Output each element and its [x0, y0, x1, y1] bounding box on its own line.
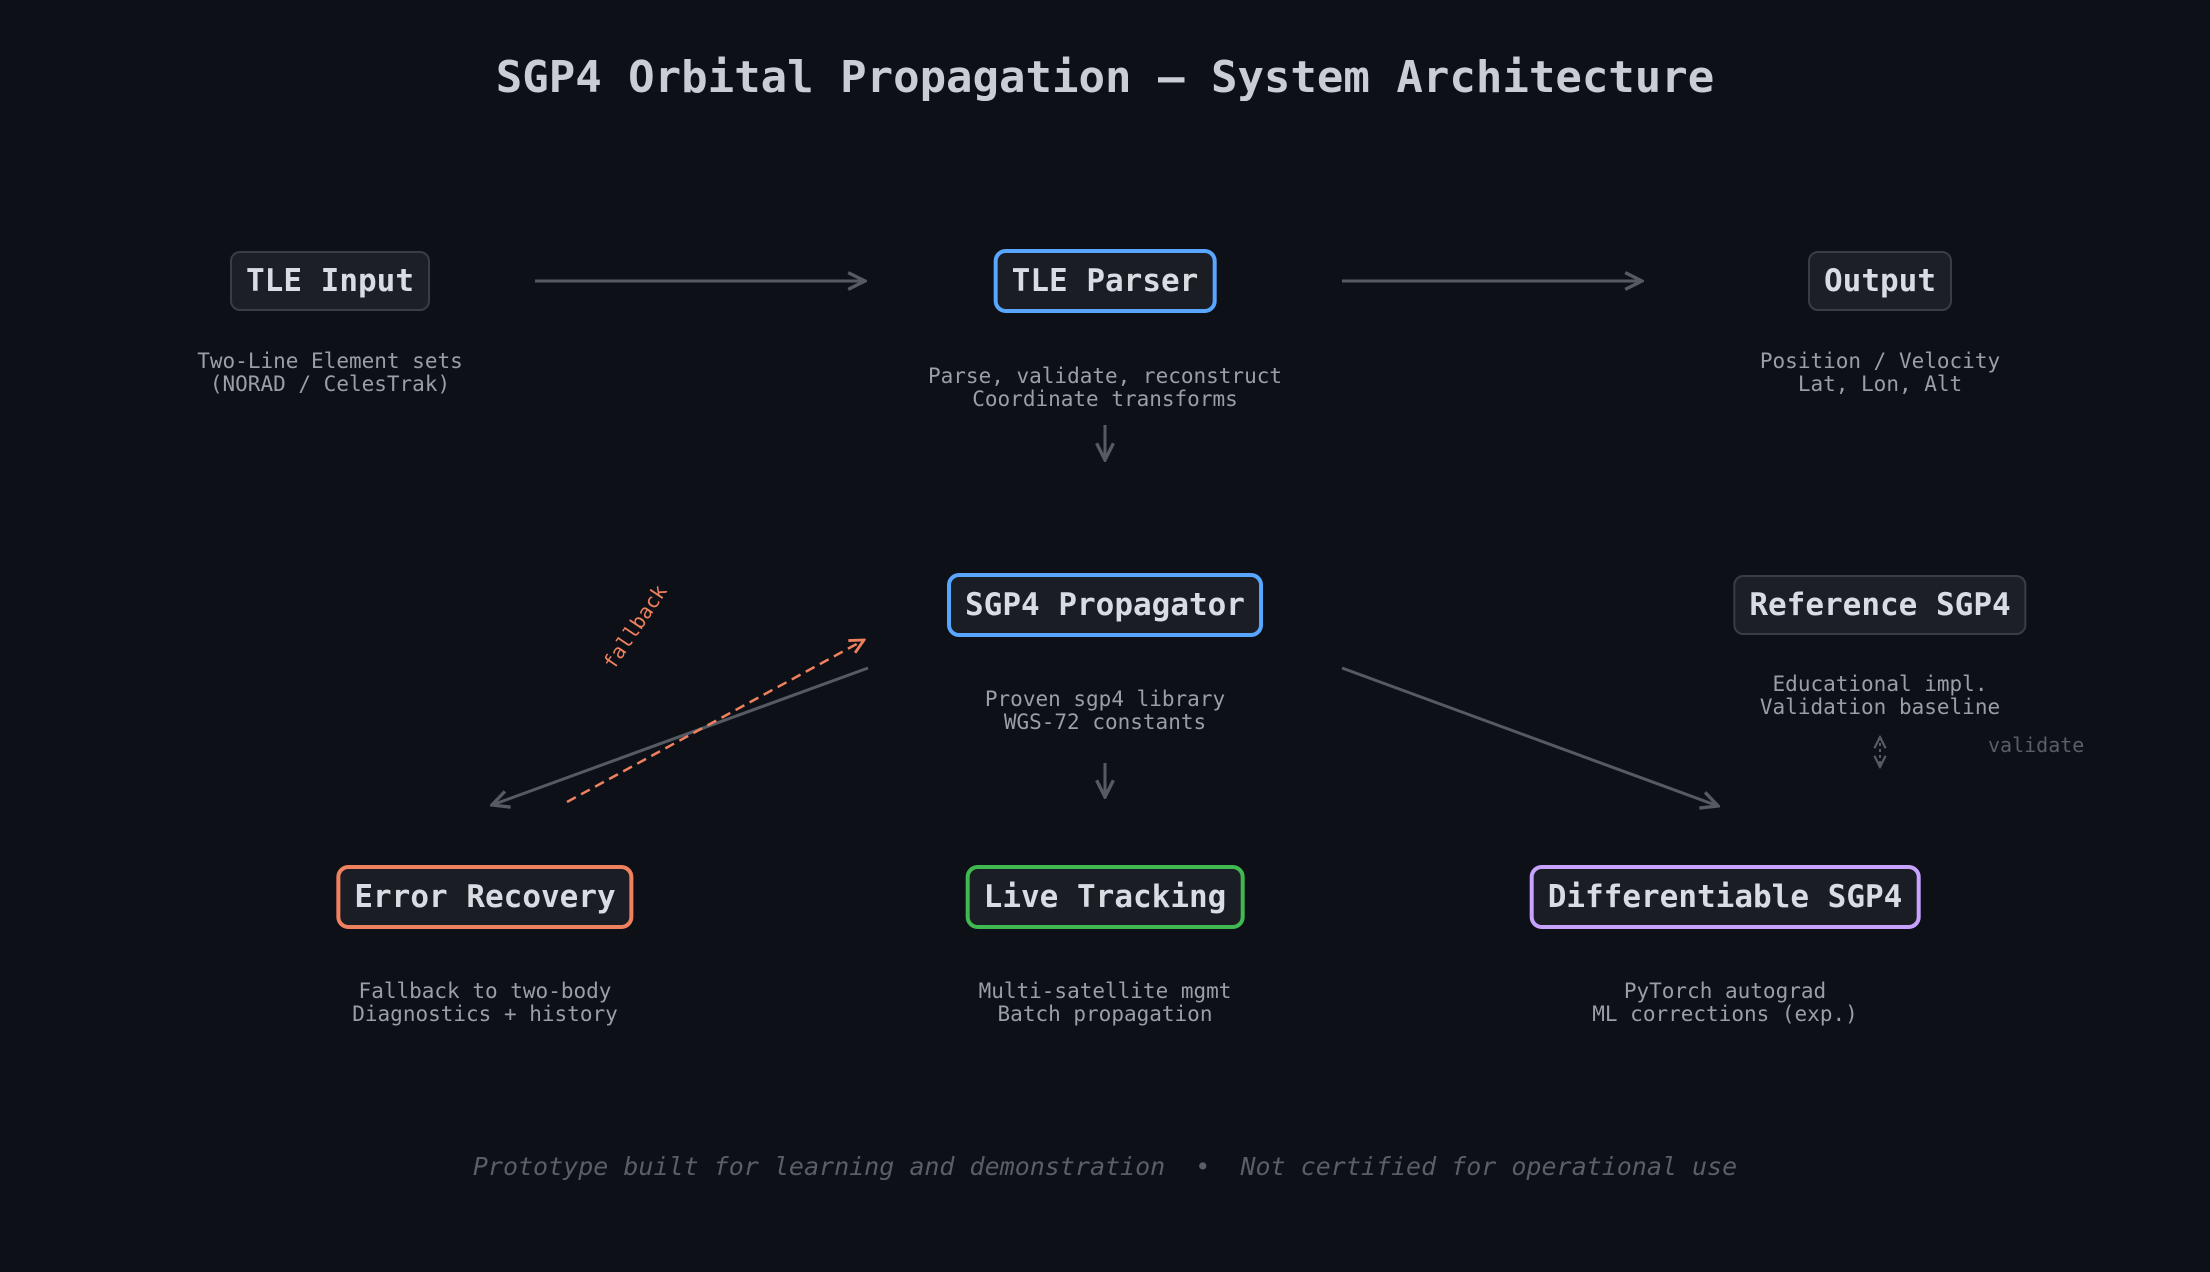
node-live-tracking[interactable]: Live Tracking [965, 865, 1245, 929]
desc-differentiable-sgp4: PyTorch autograd ML corrections (exp.) [1592, 980, 1858, 1026]
node-differentiable-sgp4[interactable]: Differentiable SGP4 [1529, 865, 1921, 929]
validate-label: validate [1988, 733, 2085, 757]
node-tle-parser[interactable]: TLE Parser [993, 249, 1217, 313]
desc-line: Educational impl. [1772, 672, 1988, 696]
desc-live-tracking: Multi-satellite mgmt Batch propagation [979, 980, 1232, 1026]
desc-line: Position / Velocity [1759, 349, 2001, 373]
diagram-title: SGP4 Orbital Propagation — System Archit… [495, 52, 1715, 103]
desc-line: Proven sgp4 library [984, 687, 1226, 711]
desc-line: Multi-satellite mgmt [978, 979, 1232, 1003]
node-error-recovery-label: Error Recovery [354, 879, 616, 915]
desc-line: Fallback to two-body [358, 979, 612, 1003]
desc-error-recovery: Fallback to two-body Diagnostics + histo… [352, 980, 618, 1026]
node-sgp4-propagator-label: SGP4 Propagator [965, 587, 1245, 623]
desc-line: Batch propagation [997, 1002, 1213, 1026]
node-live-tracking-label: Live Tracking [983, 879, 1227, 915]
edge-propagator-to-diff [1341, 666, 1718, 806]
edge-fallback [566, 640, 864, 804]
node-reference-sgp4[interactable]: Reference SGP4 [1733, 575, 2027, 635]
desc-line: WGS-72 constants [1003, 710, 1207, 734]
node-tle-input-label: TLE Input [246, 263, 414, 299]
desc-line: Lat, Lon, Alt [1797, 372, 1963, 396]
node-tle-input[interactable]: TLE Input [230, 251, 430, 311]
node-differentiable-sgp4-label: Differentiable SGP4 [1547, 879, 1903, 915]
desc-line: Coordinate transforms [972, 387, 1238, 411]
desc-line: Parse, validate, reconstruct [927, 364, 1283, 388]
node-error-recovery[interactable]: Error Recovery [336, 865, 634, 929]
node-reference-sgp4-label: Reference SGP4 [1749, 587, 2011, 623]
edge-propagator-to-error [492, 666, 869, 805]
node-tle-parser-label: TLE Parser [1011, 263, 1199, 299]
desc-tle-parser: Parse, validate, reconstruct Coordinate … [928, 365, 1282, 411]
desc-sgp4-propagator: Proven sgp4 library WGS-72 constants [985, 688, 1225, 734]
desc-line: Two-Line Element sets [197, 349, 463, 373]
desc-line: Diagnostics + history [352, 1002, 618, 1026]
node-sgp4-propagator[interactable]: SGP4 Propagator [947, 573, 1263, 637]
desc-output: Position / Velocity Lat, Lon, Alt [1760, 350, 2000, 396]
desc-reference-sgp4: Educational impl. Validation baseline [1760, 673, 2000, 719]
node-output[interactable]: Output [1808, 251, 1952, 311]
footer-disclaimer: Prototype built for learning and demonst… [472, 1152, 1738, 1181]
desc-line: PyTorch autograd [1623, 979, 1827, 1003]
node-output-label: Output [1824, 263, 1936, 299]
desc-line: ML corrections (exp.) [1592, 1002, 1858, 1026]
desc-line: Validation baseline [1759, 695, 2001, 719]
desc-tle-input: Two-Line Element sets (NORAD / CelesTrak… [197, 350, 463, 396]
desc-line: (NORAD / CelesTrak) [209, 372, 451, 396]
